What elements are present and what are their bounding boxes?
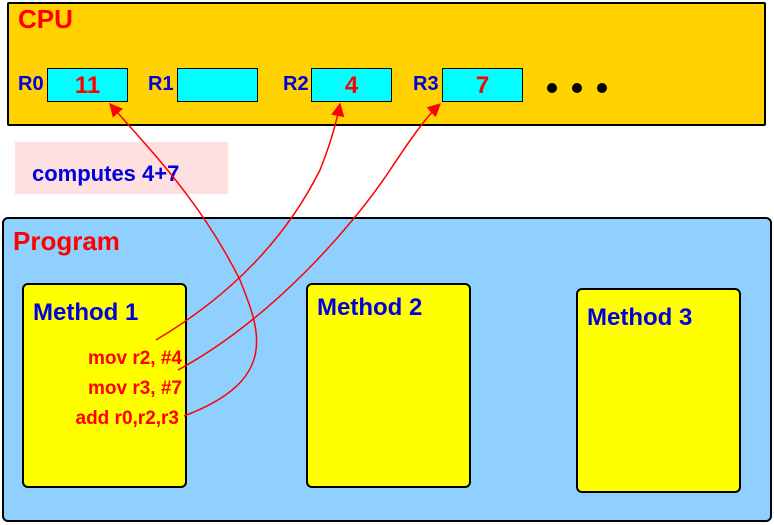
register-r0-label: R0 [18, 73, 44, 95]
register-r1 [177, 68, 258, 102]
ellipsis-dot [597, 83, 607, 93]
method-3-box [576, 288, 741, 493]
note-text: computes 4+7 [32, 161, 180, 186]
register-r0: 11 [47, 68, 128, 102]
method-3-title: Method 3 [587, 304, 693, 331]
code-line-1: mov r2, #4 [88, 348, 182, 369]
ellipsis-dot [572, 83, 582, 93]
cpu-title: CPU [18, 4, 73, 34]
register-r2-label: R2 [283, 73, 309, 95]
register-r1-label: R1 [148, 73, 174, 95]
method-1-title: Method 1 [33, 299, 139, 326]
register-r3: 7 [442, 68, 523, 102]
program-title: Program [13, 226, 120, 256]
register-r3-label: R3 [413, 73, 439, 95]
register-r3-value: 7 [475, 72, 490, 99]
register-r2: 4 [311, 68, 392, 102]
register-r2-value: 4 [344, 72, 359, 99]
code-line-2: mov r3, #7 [88, 378, 182, 399]
method-2-title: Method 2 [317, 294, 423, 321]
code-line-3: add r0,r2,r3 [75, 408, 180, 429]
register-r0-value: 11 [74, 72, 101, 99]
cpu-box [7, 2, 766, 126]
ellipsis-dot [547, 83, 557, 93]
